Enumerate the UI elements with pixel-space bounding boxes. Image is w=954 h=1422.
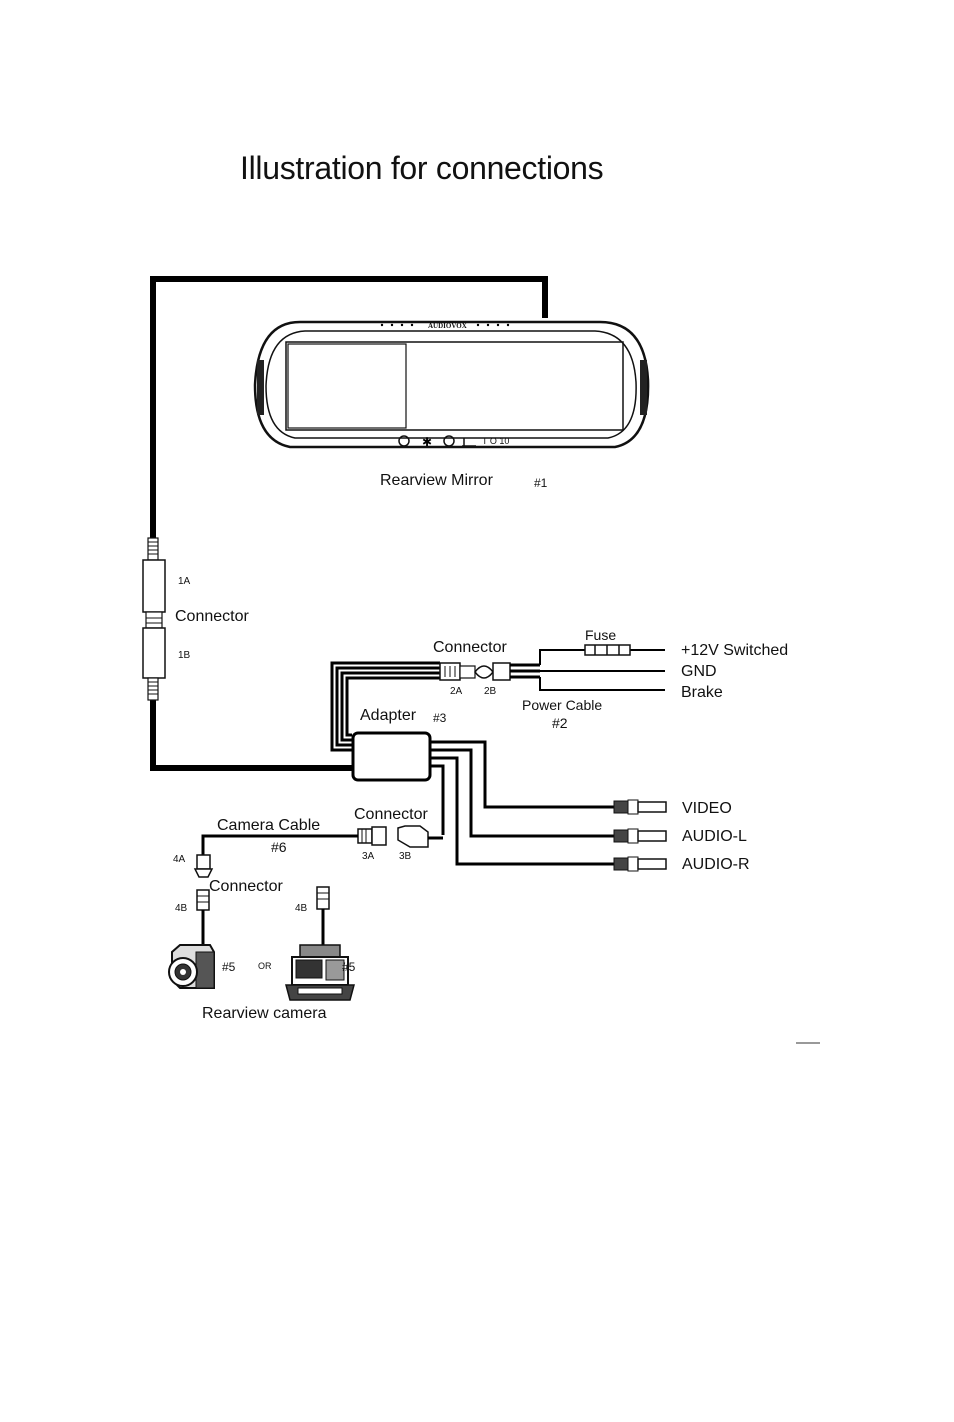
connector-1	[142, 537, 166, 701]
power-connector-2b-label: 2B	[484, 686, 497, 697]
adapter-camera-wire	[430, 764, 445, 835]
page-title: Illustration for connections	[240, 150, 604, 186]
mirror-sensor-icon	[462, 438, 476, 447]
av-wire-audio-l	[430, 748, 615, 838]
camera-connector-3a-label: 3A	[362, 851, 375, 862]
rca-plug-audio-l-icon	[613, 828, 667, 844]
power-wire-gnd-label: GND	[681, 663, 717, 680]
adapter-input-bundle	[330, 661, 440, 752]
mirror-power-button-icon	[398, 435, 410, 447]
connector-1-label: Connector	[175, 608, 249, 625]
rearview-camera-label: Rearview camera	[202, 1005, 327, 1022]
bracket-camera-icon	[285, 944, 355, 1001]
mirror-cable	[150, 276, 548, 540]
adapter-number: #3	[433, 711, 447, 725]
camera-cable	[201, 834, 358, 855]
mirror-brand: AUDIOVOX	[428, 322, 467, 330]
mirror-mode-button-icon	[443, 435, 455, 447]
camera-connector-4a-label: 4A	[173, 854, 186, 865]
camera-1-number: #5	[222, 960, 236, 974]
fuse-label: Fuse	[585, 627, 616, 643]
rca-plug-audio-r-icon	[613, 856, 667, 872]
power-wire-12v-label: +12V Switched	[681, 642, 788, 659]
power-wire-12v	[539, 649, 665, 665]
power-connector-2a-label: 2A	[450, 686, 463, 697]
camera-connector-3b-label: 3B	[399, 851, 412, 862]
mirror-panel-text: T O 10	[482, 436, 509, 446]
power-cable-number: #2	[552, 715, 568, 731]
rearview-mirror: AUDIOVOX ✱ T O 10	[253, 320, 650, 449]
camera-cable-label: Camera Cable	[217, 817, 320, 834]
av-wire-video	[430, 740, 615, 809]
adapter-label: Adapter	[360, 707, 417, 724]
fuse-icon	[584, 644, 631, 656]
camera-connector-4b-label-2: 4B	[295, 903, 308, 914]
power-wire-bundle	[510, 663, 540, 679]
power-cable-label: Power Cable	[522, 697, 602, 713]
av-output-video-label: VIDEO	[682, 800, 732, 817]
camera-connector-3	[357, 825, 443, 848]
mirror-label: Rearview Mirror	[380, 472, 494, 489]
power-wire-brake	[539, 677, 665, 691]
mirror-number: #1	[534, 476, 548, 490]
mirror-brightness-icon: ✱	[422, 435, 432, 449]
av-output-audio-r-label: AUDIO-R	[682, 856, 750, 873]
av-wire-audio-r	[430, 756, 615, 866]
camera-2-number: #5	[342, 960, 356, 974]
camera-connector-4-label: Connector	[209, 878, 283, 895]
rca-plug-video-icon	[613, 799, 667, 815]
mirror-cable-lower	[150, 700, 355, 771]
camera-connector-4	[193, 854, 330, 911]
adapter-box	[351, 731, 432, 782]
connector-1a-label: 1A	[178, 576, 191, 587]
camera-connector-4b-label-1: 4B	[175, 903, 188, 914]
box-camera-icon	[168, 944, 215, 989]
connector-1b-label: 1B	[178, 650, 191, 661]
av-output-audio-l-label: AUDIO-L	[682, 828, 747, 845]
camera-connector-label: Connector	[354, 806, 428, 823]
camera-cable-number: #6	[271, 839, 287, 855]
power-connector	[439, 662, 511, 681]
camera-or-label: OR	[258, 961, 272, 971]
power-wire-brake-label: Brake	[681, 684, 723, 701]
power-connector-label: Connector	[433, 639, 507, 656]
